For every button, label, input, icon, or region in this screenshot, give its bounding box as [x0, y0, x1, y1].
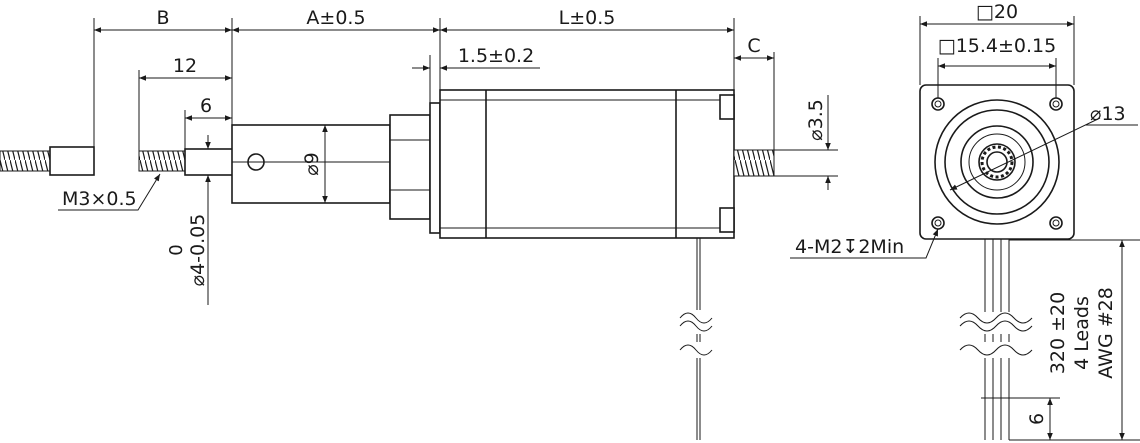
dim-b-label: B — [156, 7, 169, 29]
motor-body — [439, 89, 735, 239]
thread-spec-label: M3×0.5 — [62, 188, 137, 210]
leadscrew-thread-left — [0, 150, 51, 172]
nut-flange-step — [389, 114, 431, 220]
rear-screw-bottom — [719, 207, 735, 233]
lead-nut — [231, 124, 391, 204]
front-face-square — [919, 84, 1075, 240]
motor-front-flange — [429, 102, 441, 234]
dim-l-label: L±0.5 — [559, 7, 616, 29]
front-lead-wires — [959, 239, 1033, 440]
dim-c-label: C — [747, 35, 760, 57]
hole-spacing-label: □15.4±0.15 — [938, 35, 1056, 57]
leadscrew-thread-middle — [138, 150, 186, 172]
rear-screw-top — [719, 94, 735, 120]
front-boss — [934, 99, 1060, 225]
shaft-tol-zero: 0 — [166, 244, 187, 255]
shaft-dia-label: ⌀4-0.05 — [187, 214, 209, 287]
boss-dia-label: ⌀13 — [1090, 103, 1126, 125]
smooth-shaft — [184, 148, 234, 176]
mount-holes-label: 4-M2↧2Min — [795, 236, 904, 258]
strip-length-label: 6 — [1026, 413, 1048, 425]
pilot-dia-label: ⌀3.5 — [805, 99, 827, 141]
lead-awg-label: AWG #28 — [1095, 287, 1117, 379]
dim-a-label: A±0.5 — [306, 7, 365, 29]
lead-count-label: 4 Leads — [1071, 296, 1093, 370]
frame-size-label: □20 — [976, 1, 1018, 23]
dim-flange-label: 1.5±0.2 — [458, 45, 534, 67]
rear-shaft-thread — [733, 149, 775, 177]
dim-6-top-label: 6 — [200, 95, 212, 117]
nut-dia-label: ⌀9 — [301, 152, 323, 176]
dim-12-label: 12 — [173, 55, 197, 77]
side-lead-wire — [679, 238, 713, 440]
lead-length-label: 320 ±20 — [1047, 292, 1069, 374]
mount-hole-br — [1049, 216, 1063, 230]
screw-end-block — [49, 146, 95, 176]
